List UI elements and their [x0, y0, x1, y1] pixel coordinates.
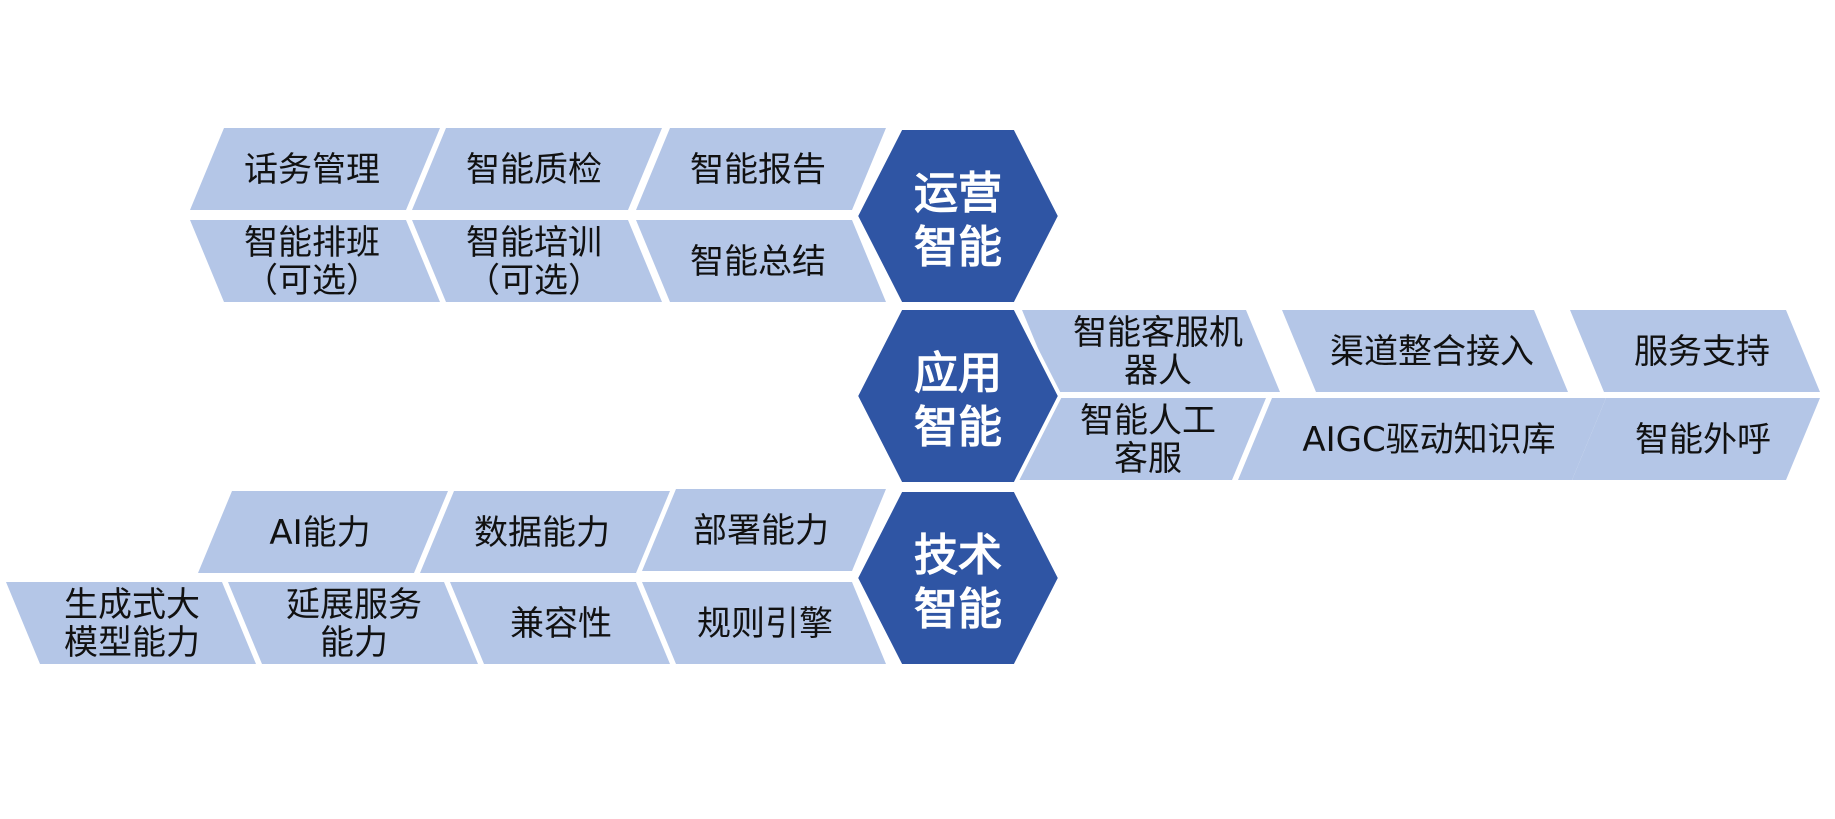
hub-application-label-line1: 应用 [914, 348, 1002, 399]
technology-row1-tile-1-label-line-1: AI能力 [269, 513, 370, 553]
hub-operations-hexagon [853, 126, 1063, 306]
operations-row1-tile-3-shape [636, 128, 886, 210]
application-row2-tile-1-label-line-2: 客服 [1114, 439, 1182, 479]
technology-row2-tile-4-shape [642, 582, 886, 664]
operations-row1-tile-2: 智能质检 [412, 128, 662, 210]
technology-row1-tile-3-label-line-1: 部署能力 [693, 511, 829, 551]
operations-row1-tile-1: 话务管理 [190, 128, 440, 210]
hub-operations-label-line1: 运营 [914, 168, 1002, 219]
hub-operations-label-line2: 智能 [914, 222, 1002, 273]
application-row2-tile-1-label-line-1: 智能人工 [1080, 401, 1216, 441]
operations-row2-tile-2-label-line-2: （可选） [466, 261, 602, 301]
application-row1-tile-2-label-line-1: 渠道整合接入 [1330, 332, 1534, 372]
application-row1-tile-1-label-line-1: 智能客服机 [1073, 313, 1243, 353]
operations-row1-tile-1-shape [190, 128, 440, 210]
operations-row1-tile-2-label-line-1: 智能质检 [466, 150, 602, 190]
application-row2-tile-3-shape [1572, 398, 1820, 480]
technology-row2-tile-3-shape [450, 582, 670, 664]
operations-row2-tile-1-label-line-2: （可选） [244, 261, 380, 301]
technology-row1-tile-2: 数据能力 [420, 491, 670, 573]
technology-row2-tile-4-label-line-1: 规则引擎 [697, 604, 833, 644]
technology-row1-tile-3-shape [642, 489, 886, 571]
technology-row1-tile-3: 部署能力 [642, 489, 886, 571]
application-row1-tile-3: 服务支持 [1570, 310, 1820, 392]
technology-row2-tile-2-label-line-2: 能力 [320, 623, 388, 663]
application-row2-tile-2-label-line-1: AIGC驱动知识库 [1302, 420, 1555, 460]
operations-row1-tile-2-shape [412, 128, 662, 210]
technology-row2-tile-1-label-line-1: 生成式大 [64, 585, 200, 625]
operations-row2-tile-1: 智能排班（可选） [190, 220, 440, 302]
hub-application-label-line2: 智能 [914, 402, 1002, 453]
application-row2-tile-3: 智能外呼 [1572, 398, 1820, 480]
technology-row2-tile-4: 规则引擎 [642, 582, 886, 664]
operations-row2-tile-2-shape [412, 220, 662, 302]
technology-row2-tile-3: 兼容性 [450, 582, 670, 664]
technology-row1-tile-1-shape [198, 491, 448, 573]
operations-row2-tile-1-shape [190, 220, 440, 302]
application-row1-tile-1-label-line-2: 器人 [1124, 351, 1192, 391]
technology-row2-tile-2-shape [228, 582, 478, 664]
application-row1-tile-1-shape [1022, 310, 1280, 392]
operations-row2-tile-1-label-line-1: 智能排班 [244, 223, 380, 263]
application-row2-tile-1-shape [1016, 398, 1266, 480]
operations-row1-tile-3-label-line-1: 智能报告 [690, 150, 826, 190]
hub-application-hexagon [853, 306, 1063, 486]
technology-row2-tile-3-label-line-1: 兼容性 [510, 604, 612, 644]
application-row1-tile-2: 渠道整合接入 [1282, 310, 1568, 392]
hub-technology-hexagon [853, 488, 1063, 668]
technology-row2-tile-1-shape [6, 582, 256, 664]
operations-row2-tile-2: 智能培训（可选） [412, 220, 662, 302]
application-row1-tile-2-shape [1282, 310, 1568, 392]
operations-row2-tile-3: 智能总结 [636, 220, 886, 302]
technology-row1-tile-1: AI能力 [198, 491, 448, 573]
operations-row2-tile-2-label-line-1: 智能培训 [466, 223, 602, 263]
hub-technology-label-line1: 技术 [914, 530, 1002, 581]
operations-row1-tile-3: 智能报告 [636, 128, 886, 210]
technology-row1-tile-2-shape [420, 491, 670, 573]
technology-row1-tile-2-label-line-1: 数据能力 [474, 513, 610, 553]
application-row2-tile-2-shape [1238, 398, 1606, 480]
application-row1-tile-3-shape [1570, 310, 1820, 392]
application-row2-tile-3-label-line-1: 智能外呼 [1635, 420, 1771, 460]
tiles-layer: 话务管理智能质检智能报告智能排班（可选）智能培训（可选）智能总结智能客服机器人渠… [6, 128, 1820, 664]
technology-row2-tile-1-label-line-2: 模型能力 [64, 623, 200, 663]
application-row2-tile-2: AIGC驱动知识库 [1238, 398, 1606, 480]
hub-technology-label-line2: 智能 [914, 584, 1002, 635]
application-row1-tile-3-label-line-1: 服务支持 [1634, 332, 1770, 372]
technology-row2-tile-2-label-line-1: 延展服务 [286, 585, 422, 625]
operations-row2-tile-3-label-line-1: 智能总结 [690, 242, 826, 282]
operations-row1-tile-1-label-line-1: 话务管理 [244, 150, 380, 190]
operations-row2-tile-3-shape [636, 220, 886, 302]
